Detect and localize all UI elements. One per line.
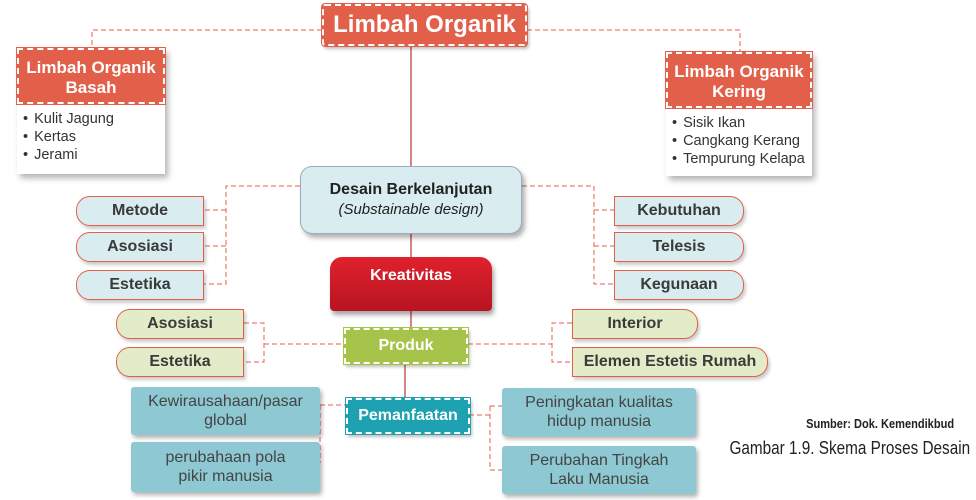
dry-waste-card: Limbah Organik Kering Sisik Ikan Cangkan… (665, 51, 813, 176)
source-text: Sumber: Dok. Kemendikbud (806, 416, 954, 431)
list-item: Kertas (23, 128, 114, 146)
sustainable-design-box: Desain Berkelanjutan (Substainable desig… (300, 166, 522, 234)
main-title: Limbah Organik (321, 3, 528, 47)
list-item: Cangkang Kerang (672, 132, 805, 150)
aspect-asosiasi: Asosiasi (76, 232, 204, 262)
list-item: Jerami (23, 146, 114, 164)
design-title: Desain Berkelanjutan (329, 181, 493, 198)
wet-waste-card: Limbah Organik Basah Kulit Jagung Kertas… (16, 47, 166, 174)
produk-estetika: Estetika (116, 347, 244, 377)
pemanfaatan-box: Pemanfaatan (345, 397, 471, 435)
list-item: Tempurung Kelapa (672, 150, 805, 168)
design-subtitle: (Substainable design) (338, 201, 484, 218)
benefit-peningkatan: Peningkatan kualitas hidup manusia (502, 388, 696, 436)
aspect-metode: Metode (76, 196, 204, 226)
benefit-perubahan-tingkah: Perubahan Tingkah Laku Manusia (502, 446, 696, 494)
figure-caption: Gambar 1.9. Skema Proses Desain (729, 438, 970, 458)
benefit-perubahaan-pola: perubahaan pola pikir manusia (131, 442, 320, 492)
wet-waste-list: Kulit Jagung Kertas Jerami (23, 110, 114, 164)
produk-elemen-estetis: Elemen Estetis Rumah (572, 347, 768, 377)
wet-waste-title: Limbah Organik Basah (16, 47, 166, 105)
kreativitas-box: Kreativitas (330, 257, 492, 311)
dry-waste-list: Sisik Ikan Cangkang Kerang Tempurung Kel… (672, 114, 805, 168)
benefit-kewirausahaan: Kewirausahaan/pasar global (131, 387, 320, 435)
aspect-kegunaan: Kegunaan (614, 270, 744, 300)
aspect-telesis: Telesis (614, 232, 744, 262)
list-item: Sisik Ikan (672, 114, 805, 132)
produk-box: Produk (343, 327, 469, 365)
produk-interior: Interior (572, 309, 698, 339)
produk-asosiasi: Asosiasi (116, 309, 244, 339)
aspect-kebutuhan: Kebutuhan (614, 196, 744, 226)
aspect-estetika: Estetika (76, 270, 204, 300)
list-item: Kulit Jagung (23, 110, 114, 128)
dry-waste-title: Limbah Organik Kering (665, 51, 813, 109)
